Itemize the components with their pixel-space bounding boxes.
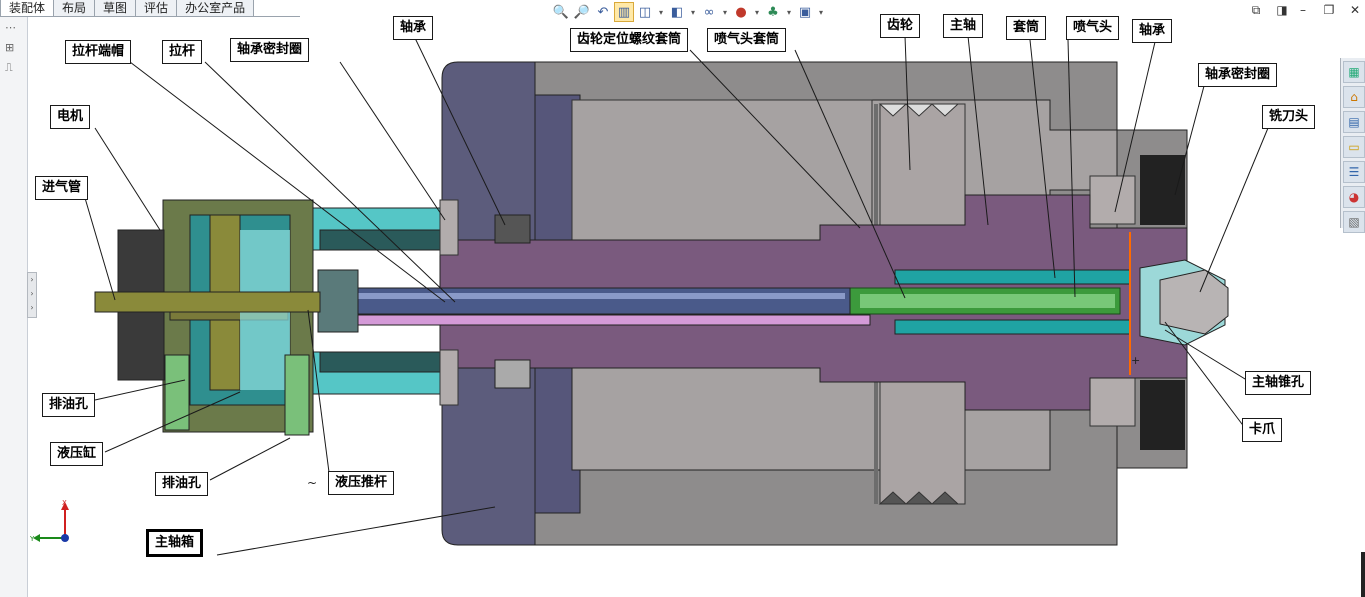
callout-spindle-box: 主轴箱 <box>146 529 204 557</box>
bearing-upper-roller <box>494 214 531 244</box>
zoom-to-area-icon[interactable]: 🔎 <box>573 4 591 20</box>
chevron-down-icon[interactable]: ▾ <box>658 7 663 17</box>
gear-teeth-bottom <box>878 491 965 505</box>
callout-oil-drain-1: 排油孔 <box>42 393 96 417</box>
bearing-right-upper <box>1089 175 1136 225</box>
sleeve-upper <box>894 269 1131 285</box>
callout-milling-head: 铣刀头 <box>1262 105 1316 129</box>
callout-spindle: 主轴 <box>943 14 984 38</box>
custom-properties-icon[interactable]: ▧ <box>1343 211 1365 233</box>
callout-nozzle-sleeve: 喷气头套筒 <box>707 28 787 52</box>
tree-item-icon[interactable]: ⊞ <box>5 41 15 54</box>
view-orientation-icon[interactable]: ◫ <box>638 4 652 20</box>
tab-office-products[interactable]: 办公室产品 <box>176 0 255 17</box>
view-settings-icon[interactable]: ▣ <box>798 4 812 20</box>
air-inlet-pipe <box>94 291 321 313</box>
callout-hydraulic-pushrod: 液压推杆 <box>328 471 395 495</box>
chevron-down-icon[interactable]: ▾ <box>754 7 759 17</box>
home-icon[interactable]: ⌂ <box>1343 86 1365 108</box>
callout-drawbar-endcap: 拉杆端帽 <box>65 40 132 64</box>
triad-x-label: X <box>62 499 67 507</box>
callout-spindle-taper: 主轴锥孔 <box>1245 371 1312 395</box>
gear-teeth-top <box>878 103 965 117</box>
section-view-icon[interactable]: ▥ <box>614 2 634 22</box>
tab-sketch[interactable]: 草图 <box>94 0 137 17</box>
callout-motor: 电机 <box>50 105 91 129</box>
bearing-lower-roller <box>494 359 531 389</box>
view-palette-icon[interactable]: ☰ <box>1343 161 1365 183</box>
callout-bearing-right: 轴承 <box>1132 19 1173 43</box>
file-explorer-icon[interactable]: ▭ <box>1343 136 1365 158</box>
chevron-down-icon[interactable]: ▾ <box>818 7 823 17</box>
seal-upper <box>1140 155 1185 225</box>
callout-sleeve: 套筒 <box>1006 16 1047 40</box>
origin-plus: + <box>1131 354 1140 367</box>
doc-window-controls: ⧉ ◨ <box>1248 3 1290 17</box>
zoom-to-fit-icon[interactable]: 🔍 <box>552 4 570 20</box>
previous-view-icon[interactable]: ↶ <box>597 4 609 20</box>
sleeve-lower <box>894 319 1131 335</box>
apply-scene-icon[interactable]: ♣ <box>767 4 779 20</box>
z-axis <box>61 534 69 542</box>
callout-air-nozzle: 喷气头 <box>1066 16 1120 40</box>
callout-jaw: 卡爪 <box>1242 418 1283 442</box>
view-toolbar: 🔍 🔎 ↶ ▥ ◫ ▾ ◧ ▾ ∞ ▾ ● ▾ ♣ ▾ ▣ ▾ <box>551 2 826 22</box>
chevron-down-icon[interactable]: ▾ <box>722 7 727 17</box>
oil-drain-2 <box>284 354 310 436</box>
callout-bearing-left: 轴承 <box>393 16 434 40</box>
tilde-mark: ~ <box>307 476 318 490</box>
callout-bearing-seal-right: 轴承密封圈 <box>1198 63 1278 87</box>
oil-drain-1 <box>164 354 190 431</box>
minimize-icon[interactable]: – <box>1300 3 1306 17</box>
design-library-icon[interactable]: ▤ <box>1343 111 1365 133</box>
callout-oil-drain-2: 排油孔 <box>155 472 209 496</box>
callout-drawbar: 拉杆 <box>162 40 203 64</box>
drawbar-highlight <box>345 293 845 299</box>
scrollbar-stub[interactable] <box>1361 552 1365 597</box>
display-style-icon[interactable]: ◧ <box>670 4 684 20</box>
maximize-icon[interactable]: ❐ <box>1323 3 1335 17</box>
hide-show-items-icon[interactable]: ∞ <box>703 4 715 20</box>
callout-bearing-seal-left: 轴承密封圈 <box>230 38 310 62</box>
restore-icon[interactable]: ⧉ <box>1251 3 1261 17</box>
panel-collapse-handle[interactable]: ››› <box>27 272 37 318</box>
milling-head <box>1159 269 1229 335</box>
seal-lower <box>1140 380 1185 450</box>
step-icon[interactable]: ⎍ <box>5 61 13 74</box>
air-nozzle-inner <box>860 294 1115 308</box>
bearing-left-lower <box>439 349 459 406</box>
command-manager-tabs: 装配体 布局 草图 评估 办公室产品 <box>0 0 255 17</box>
triad-y-label: Y <box>30 535 35 543</box>
close-icon[interactable]: ✕ <box>1349 3 1361 17</box>
chevron-down-icon[interactable]: ▾ <box>690 7 695 17</box>
appearances-icon[interactable]: ◕ <box>1343 186 1365 208</box>
edit-appearance-icon[interactable]: ● <box>735 4 747 20</box>
drawbar-lower <box>344 314 871 326</box>
drawbar-end-cap <box>317 269 359 333</box>
gear-top <box>879 103 966 247</box>
callout-gear: 齿轮 <box>880 14 921 38</box>
window-controls: – ❐ ✕ <box>1295 3 1363 17</box>
bearing-right-lower <box>1089 377 1136 427</box>
drawbar <box>329 287 851 315</box>
bore-upper <box>571 99 873 241</box>
tab-baseline <box>0 16 300 17</box>
task-pane: ▦ ⌂ ▤ ▭ ☰ ◕ ▧ <box>1340 58 1365 233</box>
solidworks-resources-icon[interactable]: ▦ <box>1343 61 1365 83</box>
leader-lines <box>84 35 1269 556</box>
coordinate-triad: X Y <box>30 499 69 543</box>
callout-gear-locating-sleeve: 齿轮定位螺纹套筒 <box>570 28 689 52</box>
gear-bottom <box>879 361 966 505</box>
bearing-left-upper <box>439 199 459 256</box>
grip-icon: ⋯ <box>5 21 16 34</box>
callout-air-inlet: 进气管 <box>35 176 89 200</box>
callout-hydraulic-cylinder: 液压缸 <box>50 442 104 466</box>
chevron-down-icon[interactable]: ▾ <box>786 7 791 17</box>
tile-icon[interactable]: ◨ <box>1276 3 1288 17</box>
